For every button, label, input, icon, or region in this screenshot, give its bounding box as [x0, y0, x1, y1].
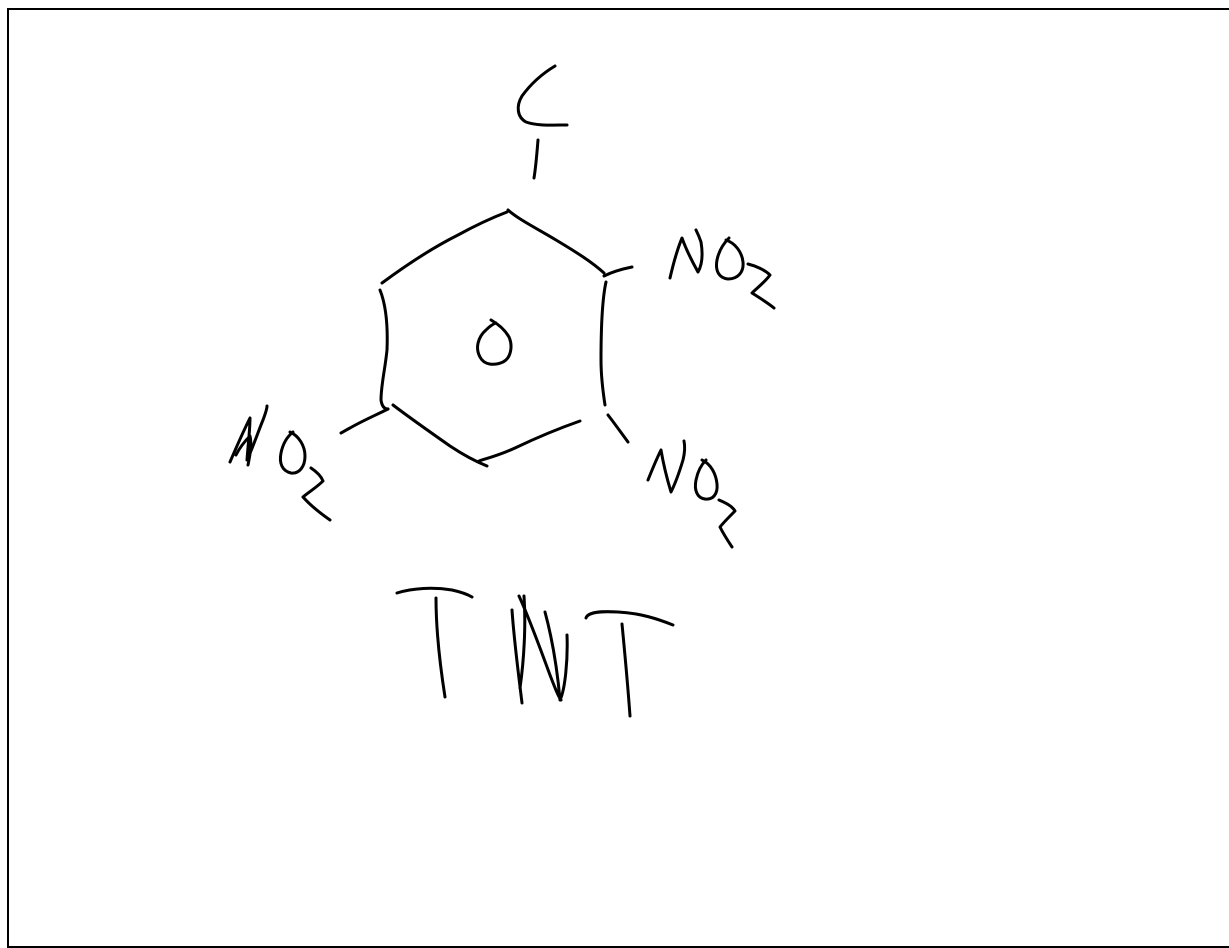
right-2	[746, 262, 776, 310]
caption-t1-stem	[434, 596, 447, 699]
caption-tnt: TNT	[395, 586, 675, 718]
bond-top	[532, 138, 540, 180]
lower-right-n	[646, 439, 687, 494]
label-right-no2: NO2	[668, 228, 776, 310]
ring-edge-right	[599, 280, 608, 407]
caption-t2-bar	[584, 610, 675, 627]
label-left-no2: NO2	[228, 404, 332, 522]
benzene-ring	[378, 208, 608, 468]
tnt-sketch: C O NO2 NO2 NO2	[228, 64, 776, 718]
label-ring-center: O	[476, 318, 513, 366]
lower-right-2	[717, 498, 737, 549]
ring-edge-top-right	[506, 208, 606, 275]
ring-edge-bottom-right	[477, 419, 582, 463]
left-n-stroke2	[234, 434, 253, 467]
caption-n-diag	[517, 594, 563, 702]
ring-edge-left	[378, 288, 390, 411]
label-lower-right-no2: NO2	[646, 439, 737, 549]
bond-lower-right	[606, 413, 630, 444]
caption-n-left	[510, 608, 524, 705]
left-n	[228, 404, 269, 464]
caption-t1-bar	[395, 586, 474, 599]
ring-edge-bottom-left	[391, 403, 489, 468]
label-top-c: C	[516, 64, 569, 127]
left-2	[301, 466, 332, 522]
caption-n-extra	[518, 594, 527, 690]
drawing-canvas[interactable]	[7, 8, 1229, 948]
lower-right-o	[693, 458, 719, 501]
right-o	[715, 236, 745, 281]
right-n	[668, 228, 704, 280]
ring-edge-top-left	[380, 210, 509, 285]
left-o	[278, 430, 307, 475]
caption-t2-stem	[620, 622, 632, 718]
bond-right	[602, 265, 634, 278]
caption-n-right	[543, 610, 569, 702]
bond-left	[339, 407, 390, 435]
